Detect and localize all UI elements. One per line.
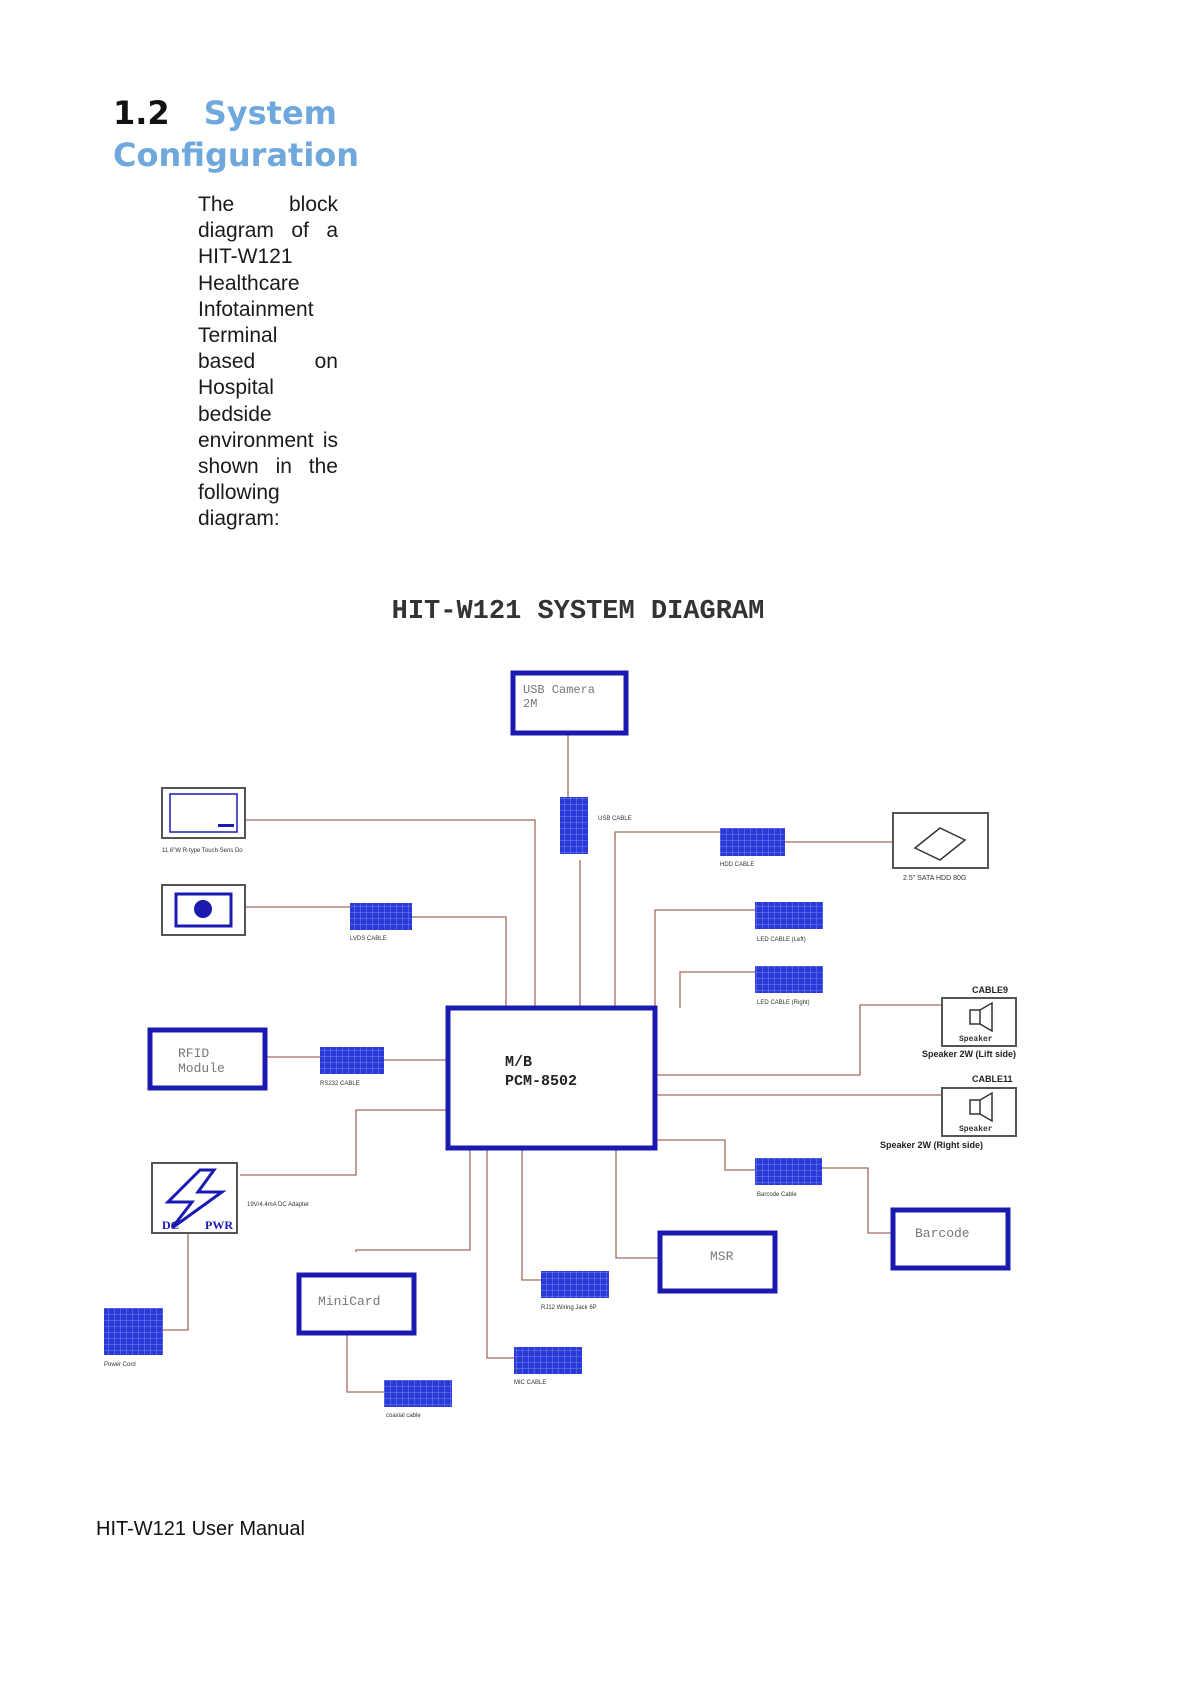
speaker-left-icon-label: Speaker [959,1035,993,1044]
msr-block: MSR [657,1230,778,1294]
usb-camera-label-1: USB Camera [523,683,595,697]
coaxial-cable-block [384,1380,452,1407]
cable-blocks [104,797,823,1407]
sata-label: 2.5" SATA HDD 80G [903,875,966,882]
barcode-cable-block [755,1158,822,1185]
minicard-block: MiniCard [296,1272,417,1336]
lvds-cable-caption: LVDS CABLE [350,936,387,942]
power-cord-block [104,1308,163,1355]
hdd-cable-caption: HDD CABLE [720,862,754,868]
usb-camera-block: USB Camera 2M [510,670,629,736]
rfid-label-2: Module [178,1061,225,1076]
rs232-caption: RS232 CABLE [320,1081,360,1087]
power-cord-caption: Power Cord [104,1362,136,1368]
mic-cable-block [514,1347,582,1374]
speaker-right-icon-label: Speaker [959,1125,993,1134]
led-right-caption: LED CABLE (Right) [757,1000,810,1006]
rfid-label-1: RFID [178,1046,209,1061]
usb-camera-label-2: 2M [523,697,537,711]
section-number: 1.2 [113,94,170,132]
mic-cable-caption: MIC CABLE [514,1380,546,1386]
speaker-left-block: Speaker CABLE9 Speaker 2W (Lift side) CA… [922,985,1017,1084]
barcode-label: Barcode [915,1226,970,1241]
rj12-caption: RJ12 Wiring Jack 6P [541,1305,597,1311]
main-board-label-2: PCM-8502 [505,1073,577,1090]
speaker-left-label: Speaker 2W (Lift side) [922,1049,1016,1059]
connection-lines [163,735,942,1393]
section-title: System Configuration [113,94,360,174]
hdd-cable-block [720,828,785,856]
cable11-label: CABLE11 [972,1074,1013,1084]
lcd-block [161,884,246,936]
lvds-cable-block [350,903,412,930]
led-left-caption: LED CABLE (Left) [757,937,806,943]
speaker-right-label: Speaker 2W (Right side) [880,1140,983,1150]
minicard-label: MiniCard [318,1294,380,1309]
rfid-module-block: RFID Module [147,1027,268,1091]
diagram-title: HIT-W121 SYSTEM DIAGRAM [392,597,765,627]
main-board-block: M/B PCM-8502 [445,1005,658,1151]
barcode-cable-caption: Barcode Cable [757,1192,797,1198]
barcode-block: Barcode [890,1207,1011,1271]
led-cable-right-block [755,966,823,993]
dc-adapter-label: 19V/4.4mA DC Adapter [247,1202,309,1208]
cable9-label: CABLE9 [972,985,1008,995]
msr-label: MSR [710,1249,734,1264]
touch-screen-block: 11.6"W R-type Touch Sens Do [161,787,246,854]
pwr-label: PWR [205,1218,233,1232]
rj12-cable-block [541,1271,609,1298]
dc-label: DC [162,1218,179,1232]
usb-cable-caption: USB CABLE [598,816,632,822]
intro-paragraph: The block diagram of a HIT-W121 Healthca… [198,193,338,531]
sata-hdd-block: 2.5" SATA HDD 80G [892,812,989,882]
cable-captions: USB CABLE HDD CABLE LVDS CABLE LED CABLE… [104,816,810,1419]
main-board-label-1: M/B [505,1054,532,1071]
dc-power-block: DC PWR 19V/4.4mA DC Adapter [151,1162,309,1234]
rs232-cable-block [320,1047,384,1074]
speaker-right-block: Speaker Speaker 2W (Right side) [880,1087,1017,1150]
page-footer: HIT-W121 User Manual [96,1518,305,1540]
touch-label: 11.6"W R-type Touch Sens Do [162,848,243,854]
usb-cable-block [560,797,588,854]
coaxial-caption: coaxial cable [386,1413,421,1419]
led-cable-left-block [755,902,823,929]
